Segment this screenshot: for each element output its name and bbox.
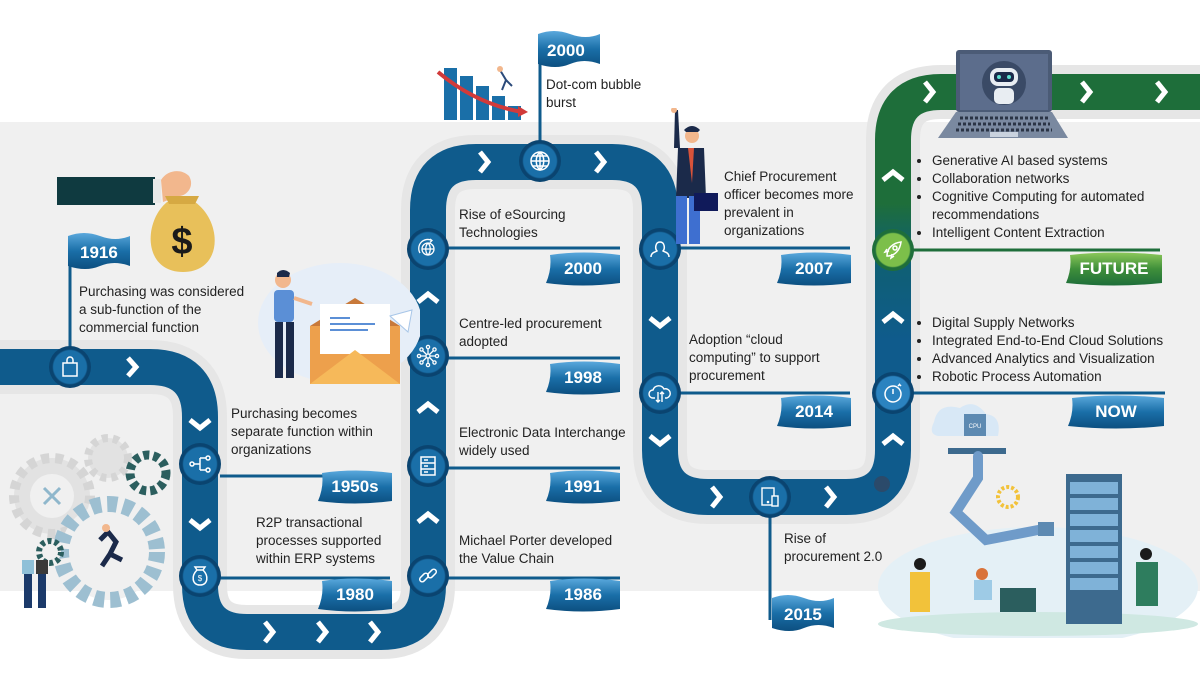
year-flag-1916: 1916 xyxy=(68,232,130,276)
ai-laptop-illustration xyxy=(938,50,1068,138)
future-list: Generative AI based systems Collaboratio… xyxy=(918,152,1200,242)
milestone-text-1950s: Purchasing becomes separate function wit… xyxy=(231,406,373,457)
chevron-up-icon xyxy=(881,310,905,324)
chevron-up-icon xyxy=(881,432,905,446)
milestone-node-now xyxy=(872,372,914,414)
hand-money-bag-illustration: $ xyxy=(57,171,215,272)
milestone-node-2015 xyxy=(749,476,791,518)
chevron-right-icon xyxy=(1080,80,1094,104)
year-ribbon-1986: 1986 xyxy=(546,578,620,612)
link-icon xyxy=(418,568,438,583)
milestone-text-2014: Adoption “cloud computing” to support pr… xyxy=(689,332,820,383)
chevron-right-icon xyxy=(316,620,330,644)
now-item: Advanced Analytics and Visualization xyxy=(932,350,1200,368)
now-item: Robotic Process Automation xyxy=(932,368,1200,386)
chevron-up-icon xyxy=(416,290,440,304)
chevron-up-icon xyxy=(881,168,905,182)
cpu-label: CPU xyxy=(969,424,982,430)
milestone-text-1998: Centre-led procurement adopted xyxy=(459,316,602,349)
milestone-node-2014 xyxy=(639,372,681,414)
milestone-node-1980: $ xyxy=(179,555,221,597)
future-item: Cognitive Computing for automated recomm… xyxy=(932,188,1200,224)
automation-illustration: CPU xyxy=(874,404,1198,638)
milestone-node-future xyxy=(872,229,914,271)
milestone-text-2015: Rise of procurement 2.0 xyxy=(784,531,883,564)
milestone-text-2007: Chief Procurement officer becomes more p… xyxy=(724,169,854,238)
now-ribbon: NOW xyxy=(1068,395,1164,429)
chevron-right-icon xyxy=(1155,80,1169,104)
rocket-icon xyxy=(883,241,902,260)
chevron-up-icon xyxy=(416,400,440,414)
milestone-text-1991: Electronic Data Interchange widely used xyxy=(459,425,626,458)
now-item: Digital Supply Networks xyxy=(932,314,1200,332)
year-flag-2000-dotcom: 2000 xyxy=(538,30,600,74)
milestone-text-1916: Purchasing was considered a sub-function… xyxy=(79,284,245,335)
chevron-down-icon xyxy=(188,418,212,432)
milestone-text-2000-esourcing: Rise of eSourcing Technologies xyxy=(459,207,566,240)
money-bag-icon: $ xyxy=(192,566,208,586)
year-flag-2015: 2015 xyxy=(772,594,834,638)
shopping-bag-icon xyxy=(62,356,78,377)
milestone-node-2000-dotcom xyxy=(519,140,561,182)
year-ribbon-1950s: 1950s xyxy=(318,470,392,504)
future-ribbon: FUTURE xyxy=(1066,252,1162,286)
server-icon xyxy=(420,456,436,476)
now-item: Integrated End-to-End Cloud Solutions xyxy=(932,332,1200,350)
chevron-right-icon xyxy=(710,485,724,509)
chevron-right-icon xyxy=(368,620,382,644)
chevron-down-icon xyxy=(648,316,672,330)
cloud-transfer-icon xyxy=(648,385,671,403)
future-item: Intelligent Content Extraction xyxy=(932,224,1200,242)
year-ribbon-1980: 1980 xyxy=(318,578,392,612)
network-icon xyxy=(416,344,440,368)
email-illustration xyxy=(258,263,420,384)
chevron-right-icon xyxy=(478,150,492,174)
chevron-right-icon xyxy=(263,620,277,644)
globe-icon xyxy=(530,151,550,171)
falling-chart-illustration xyxy=(436,66,528,120)
future-item: Collaboration networks xyxy=(932,170,1200,188)
chevron-down-icon xyxy=(188,518,212,532)
road-chevrons xyxy=(126,80,1169,644)
milestone-node-1986 xyxy=(407,555,449,597)
svg-text:$: $ xyxy=(198,574,203,583)
year-ribbon-1998: 1998 xyxy=(546,361,620,395)
chevron-right-icon xyxy=(824,485,838,509)
dollar-sign-icon: $ xyxy=(171,221,192,263)
chevron-right-icon xyxy=(923,80,937,104)
now-list: Digital Supply Networks Integrated End-t… xyxy=(918,314,1200,386)
devices-icon xyxy=(761,487,779,507)
hierarchy-icon xyxy=(189,455,211,473)
globe-refresh-icon xyxy=(418,238,435,256)
year-ribbon-1991: 1991 xyxy=(546,470,620,504)
year-ribbon-2014: 2014 xyxy=(777,395,851,429)
road-green xyxy=(875,74,1200,340)
chevron-down-icon xyxy=(648,434,672,448)
businessman-illustration xyxy=(671,108,718,244)
milestone-text-2000-dotcom: Dot-com bubble burst xyxy=(546,77,642,110)
user-icon xyxy=(650,241,670,258)
milestone-node-2000-esourcing xyxy=(407,228,449,270)
year-ribbon-2007: 2007 xyxy=(777,252,851,286)
milestone-text-1980: R2P transactional processes supported wi… xyxy=(256,515,382,566)
gears-illustration xyxy=(9,434,171,608)
stopwatch-icon xyxy=(884,383,902,403)
milestone-node-1916 xyxy=(49,346,91,388)
chevron-right-icon xyxy=(126,356,140,378)
milestone-node-1991 xyxy=(407,445,449,487)
milestone-text-1986: Michael Porter developed the Value Chain xyxy=(459,533,613,566)
milestone-node-1950s xyxy=(179,443,221,485)
year-ribbon-2000-esourcing: 2000 xyxy=(546,252,620,286)
chevron-right-icon xyxy=(594,150,608,174)
chevron-up-icon xyxy=(416,510,440,524)
milestone-node-2007 xyxy=(639,228,681,270)
future-item: Generative AI based systems xyxy=(932,152,1200,170)
